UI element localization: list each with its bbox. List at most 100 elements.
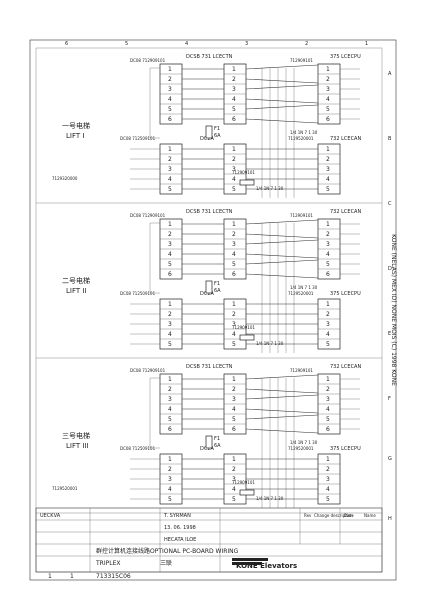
terminal-pin: 3 [168,241,172,248]
drawing-date: 13. 06. 1998 [164,525,196,531]
terminal-pin: 1 [168,146,172,153]
terminal-pin: 4 [326,96,330,103]
terminal-pin: 2 [168,311,172,318]
connector-header: DC2A [200,291,215,297]
terminal-pin: 3 [168,476,172,483]
terminal-pin: 5 [232,186,236,193]
rev-col-name: Name [364,513,376,518]
title-block: UECKVA T. SYRMAN 13. 06. 1998 HECATA ILO… [35,507,383,580]
connector-code: 7129520001 [288,446,314,451]
connector-header: DC2A [200,136,215,142]
col-marker: 1 [365,41,368,47]
terminal-pin: 5 [168,416,172,423]
terminal-pin: 4 [168,331,172,338]
terminal-pin: 3 [326,241,330,248]
terminal-pin: 2 [232,156,236,163]
wire [245,219,319,225]
terminal-pin: 5 [168,496,172,503]
terminal-pin: 2 [232,466,236,473]
rev-col-desc: Change description [314,513,353,518]
terminal-pin: 3 [232,241,236,248]
terminal-pin: 3 [232,166,236,173]
terminal-pin: 5 [232,416,236,423]
fuse-value: 6A [214,133,221,139]
connector-code: DC08 712909101 [130,58,166,63]
drawing-title-en: OPTIONAL PC-BOARD WIRING [150,548,239,555]
terminal-pin: 5 [232,106,236,113]
outer-border [29,39,397,581]
connector-code: DC08 712909101 [130,368,166,373]
resistor [239,334,255,341]
cable-code: 7129320000 [52,176,78,181]
system-name-cn: 三联 [160,559,172,567]
terminal-pin: 1 [232,456,236,463]
terminal-pin: 6 [232,116,236,123]
wire [245,394,319,400]
terminal-pin: 1 [168,376,172,383]
terminal-pin: 4 [232,251,236,258]
system-name: TRIPLEX [95,560,120,567]
terminal-pin: 1 [326,376,330,383]
wire [245,84,319,90]
terminal-pin: 5 [326,106,330,113]
connector-code: DC08 712509101 [120,446,156,451]
terminal-pin: 2 [326,311,330,318]
connector-header: DCSB 731 LCECTN [186,364,233,370]
terminal-pin: 2 [326,466,330,473]
wire [245,428,319,434]
wire [245,233,319,239]
wire [245,78,319,84]
terminal-pin: 5 [168,186,172,193]
terminal-pin: 5 [168,341,172,348]
page-number: 1 [70,573,74,580]
terminal-pin: 3 [168,166,172,173]
fuse-value: 6A [214,288,221,294]
ground-note: 1/4 1N 7 1 30 [290,130,318,135]
terminal-pin: 1 [168,221,172,228]
rev-col-date: Date [344,513,354,518]
terminal-pin: 6 [232,426,236,433]
terminal-pin: 2 [168,156,172,163]
connector-header: 375 LCECPU [330,54,361,60]
lift-label-cn: 一号电梯 [62,121,90,130]
approved-by: HECATA ILOE [164,537,196,543]
terminal-pin: 2 [168,466,172,473]
terminal-pin: 2 [326,76,330,83]
connector-code: 712909101 [290,213,313,218]
terminal-pin: 1 [326,221,330,228]
terminal-pin: 6 [326,426,330,433]
lift-label-en: LIFT I [66,132,84,140]
terminal-pin: 6 [326,271,330,278]
terminal-pin: 3 [326,476,330,483]
title-block-frame [35,507,383,573]
terminal-pin: 1 [326,456,330,463]
terminal-pin: 1 [168,456,172,463]
terminal-pin: 4 [326,406,330,413]
terminal-pin: 1 [232,66,236,73]
terminal-pin: 4 [168,251,172,258]
terminal-pin: 2 [232,386,236,393]
terminal-pin: 4 [326,486,330,493]
ground-note: 1/4 1N 7 1 30 [290,440,318,445]
connector-code: DC08 712509101 [120,136,156,141]
wire [245,104,319,110]
terminal-pin: 2 [232,76,236,83]
terminal-pin: 6 [168,116,172,123]
row-marker: F [388,396,391,402]
terminal-pin: 3 [326,321,330,328]
terminal-pin: 3 [232,86,236,93]
terminal-pin: 5 [326,341,330,348]
rev-col-rev: Rev [304,513,312,518]
fuse [205,435,213,449]
terminal-pin: 6 [326,116,330,123]
fuse-value: 6A [214,443,221,449]
row-marker: E [388,331,391,337]
terminal-pin: 3 [232,396,236,403]
terminal-pin: 6 [232,271,236,278]
connector-header: 732 LCECAN [330,136,361,142]
vertical-title: KONE (NELAS) MEX ID) NONE MOIS (C) 1998 … [390,234,397,386]
col-marker: 6 [65,41,68,47]
terminal-pin: 3 [232,321,236,328]
